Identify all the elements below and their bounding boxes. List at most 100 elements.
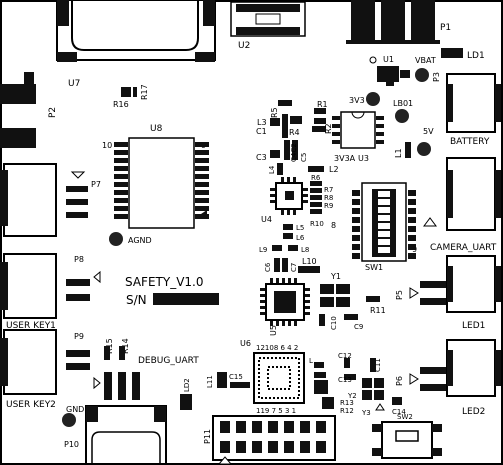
capacitor-c7 xyxy=(282,258,288,272)
switch-sw2 xyxy=(372,421,442,459)
connector-led2 xyxy=(446,339,501,397)
inductor-group-l5-l9 xyxy=(272,224,298,251)
p5-header-a xyxy=(420,281,446,288)
label-y1: Y1 xyxy=(330,272,341,281)
label-r1: R1 xyxy=(317,100,328,109)
inductor-l11 xyxy=(217,372,227,388)
label-p8: P8 xyxy=(74,255,84,264)
label-u4: U4 xyxy=(261,215,272,224)
u1-marker xyxy=(369,56,377,64)
switch-sw1 xyxy=(352,182,416,262)
label-agnd: AGND xyxy=(128,236,152,245)
label-l6: L6 xyxy=(296,234,305,242)
label-r7: R7 xyxy=(324,186,333,194)
connector-led1 xyxy=(446,255,501,313)
chip-u8 xyxy=(114,137,209,229)
label-r6: R6 xyxy=(311,174,321,182)
label-3v3a: 3V3A xyxy=(334,154,356,163)
serial-label: S/N xyxy=(126,293,147,307)
p8-header-b xyxy=(66,294,90,301)
connector-p7 xyxy=(0,163,57,237)
label-u6-l: L xyxy=(309,357,313,365)
testpoint-gnd xyxy=(62,413,76,427)
label-c3: C3 xyxy=(256,153,267,162)
chip-u5 xyxy=(260,278,310,326)
label-u6: U6 xyxy=(240,339,251,348)
capacitor-c11 xyxy=(370,358,376,372)
chip-u3 xyxy=(332,111,384,149)
connector-battery xyxy=(446,73,501,133)
resistor-r15 xyxy=(104,346,110,360)
label-l4: L4 xyxy=(268,165,276,174)
label-lb01: LB01 xyxy=(393,99,413,108)
crystal-y1 xyxy=(320,284,350,307)
connector-p2 xyxy=(0,72,36,148)
component-cluster-power xyxy=(270,100,326,160)
label-c6: C6 xyxy=(264,262,272,272)
label-l8: L8 xyxy=(301,246,309,254)
p5-marker xyxy=(409,287,419,299)
p7-header-pins xyxy=(66,186,88,218)
label-l5: L5 xyxy=(296,224,304,232)
label-u2: U2 xyxy=(238,41,250,51)
label-y3: Y3 xyxy=(361,409,371,417)
chip-u6 xyxy=(253,352,305,404)
label-camera-uart: CAMERA_UART xyxy=(430,243,497,253)
connector-p10 xyxy=(85,405,167,465)
connector-p1 xyxy=(346,0,440,44)
label-u5: U5 xyxy=(269,325,278,336)
led-ld2 xyxy=(180,394,192,410)
connector-p11 xyxy=(212,415,336,461)
label-c14: C14 xyxy=(392,408,406,416)
inductor-l4 xyxy=(277,163,283,175)
chip-u4 xyxy=(270,177,308,215)
label-led2: LED2 xyxy=(462,407,485,417)
p5-header-b xyxy=(420,298,446,305)
component-u2 xyxy=(230,1,306,37)
label-c5: C5 xyxy=(300,153,308,162)
capacitor-c9 xyxy=(344,314,358,320)
label-p7: P7 xyxy=(91,180,101,189)
label-sw1-pin8: 8 xyxy=(331,221,336,230)
label-r10: R10 xyxy=(310,220,324,228)
connector-user-key2 xyxy=(0,329,57,395)
label-r14: R14 xyxy=(121,338,130,354)
debug-uart-header xyxy=(104,372,140,400)
label-u3: U3 xyxy=(358,154,369,163)
label-u7: U7 xyxy=(68,79,80,89)
debug-uart-marker xyxy=(93,376,101,390)
testpoint-5v xyxy=(417,142,431,156)
label-c11: C11 xyxy=(374,358,382,372)
label-ld1: LD1 xyxy=(467,51,485,61)
component-cluster-c12-c13 xyxy=(314,358,356,394)
resistor-pad xyxy=(133,87,137,97)
label-r9: R9 xyxy=(324,202,333,210)
inductor-l2 xyxy=(308,166,324,172)
p6-header-a xyxy=(420,367,446,374)
label-vbat: VBAT xyxy=(415,56,436,65)
label-r12: R12 xyxy=(340,407,354,415)
label-r16: R16 xyxy=(113,100,129,109)
label-ld2: LD2 xyxy=(183,378,191,392)
label-c10: C10 xyxy=(330,316,338,330)
label-5v: 5V xyxy=(423,127,434,136)
p11-pin1-marker xyxy=(217,456,233,465)
label-r5: R5 xyxy=(270,107,279,118)
resistor-stack-r6-r10 xyxy=(310,181,322,214)
label-p3: P3 xyxy=(432,72,441,82)
label-p5: P5 xyxy=(395,290,404,300)
label-c9: C9 xyxy=(354,323,363,331)
label-r17: R17 xyxy=(140,84,149,100)
label-c13: C13 xyxy=(338,376,352,384)
label-led1: LED1 xyxy=(462,321,485,331)
label-l2: L2 xyxy=(329,165,339,174)
sw1-pin1-marker xyxy=(423,217,437,227)
capacitor-c6 xyxy=(274,258,280,272)
label-gnd: GND xyxy=(66,405,84,414)
testpoint-vbat xyxy=(415,68,429,82)
capacitor-c10 xyxy=(319,314,325,326)
led-ld1 xyxy=(441,48,463,58)
label-p2: P2 xyxy=(48,107,58,118)
label-u6-pins-bottom: 119 7 5 3 1 xyxy=(256,407,296,415)
